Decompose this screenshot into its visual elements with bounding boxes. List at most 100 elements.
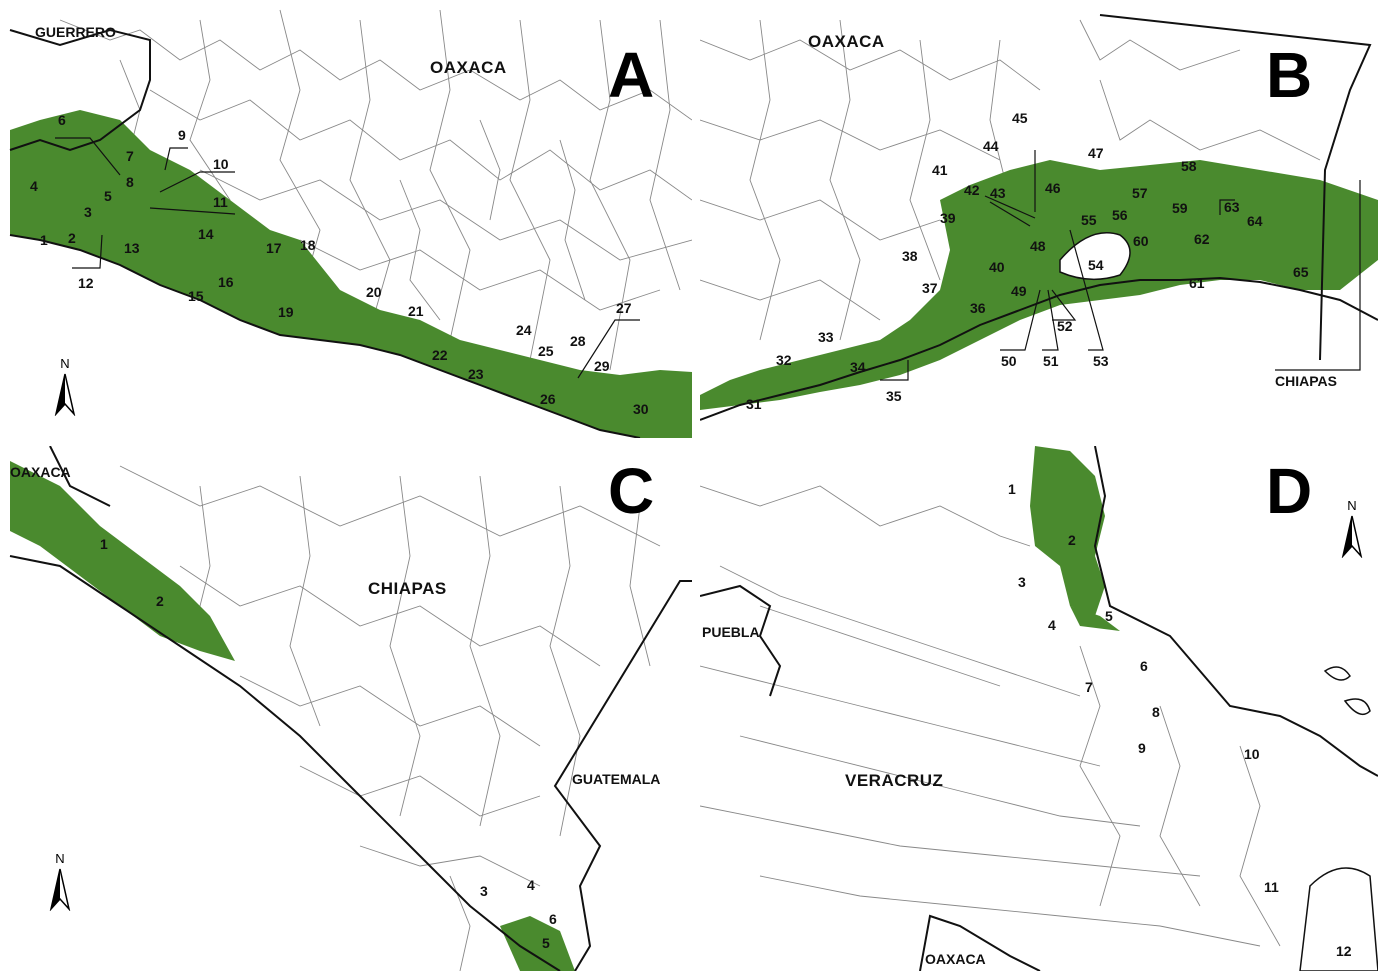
site-label: 40	[989, 259, 1005, 275]
site-label: 45	[1012, 110, 1028, 126]
site-label: 21	[408, 303, 424, 319]
site-label: 28	[570, 333, 586, 349]
site-label: 9	[1138, 740, 1146, 756]
site-label: 22	[432, 347, 448, 363]
site-label: 57	[1132, 185, 1148, 201]
map-panel-c: OAXACA CHIAPAS GUATEMALA C 1 2 3 4 5 6 N	[0, 446, 692, 971]
site-label: 11	[213, 194, 228, 210]
site-label: 36	[970, 300, 986, 316]
state-label-guatemala: GUATEMALA	[572, 771, 661, 787]
site-label: 55	[1081, 212, 1097, 228]
site-label: 6	[58, 112, 66, 128]
site-label: 52	[1057, 318, 1073, 334]
site-label: 2	[1068, 532, 1076, 548]
site-label: 34	[850, 359, 866, 375]
site-label: 58	[1181, 158, 1197, 174]
map-panel-a: GUERRERO OAXACA A 1 2 3 4 5 6 7 8 9 10 1…	[0, 0, 692, 438]
site-label: 31	[746, 396, 762, 412]
north-label: N	[60, 356, 70, 371]
site-label: 29	[594, 358, 610, 374]
panel-separator-horizontal	[0, 438, 1378, 446]
site-label: 6	[1140, 658, 1148, 674]
site-label: 50	[1001, 353, 1017, 369]
panel-letter-a: A	[608, 39, 655, 111]
site-label: 15	[188, 288, 204, 304]
site-label: 51	[1043, 353, 1059, 369]
site-label: 4	[30, 178, 38, 194]
site-label: 3	[84, 204, 92, 220]
site-label: 3	[1018, 574, 1026, 590]
site-label: 59	[1172, 200, 1188, 216]
state-label-oaxaca: OAXACA	[430, 58, 507, 77]
site-label: 6	[549, 911, 557, 927]
north-arrow-shape	[1341, 515, 1363, 558]
site-label: 62	[1194, 231, 1210, 247]
site-label: 44	[983, 138, 999, 154]
panel-d-map-graphic	[700, 446, 1378, 971]
state-label-guerrero: GUERRERO	[35, 24, 116, 40]
site-label: 56	[1112, 207, 1128, 223]
site-label: 63	[1224, 199, 1240, 215]
north-arrow-shape	[49, 868, 71, 911]
site-label: 7	[1085, 679, 1093, 695]
site-label: 41	[932, 162, 948, 178]
site-label: 2	[68, 230, 76, 246]
site-label: 17	[266, 240, 282, 256]
north-label: N	[1347, 498, 1357, 513]
site-label: 47	[1088, 145, 1104, 161]
map-panel-b: OAXACA CHIAPAS B 31 32 33 34 35 36 37 38…	[700, 0, 1378, 438]
site-label: 12	[78, 275, 94, 291]
site-label: 33	[818, 329, 834, 345]
site-label: 4	[527, 877, 535, 893]
site-label: 39	[940, 210, 956, 226]
site-label: 35	[886, 388, 902, 404]
site-label: 1	[100, 536, 108, 552]
north-arrow-icon: N	[50, 356, 80, 416]
site-label: 13	[124, 240, 140, 256]
site-label: 48	[1030, 238, 1046, 254]
map-panel-d: PUEBLA VERACRUZ OAXACA D 1 2 3 4 5 6 7 8…	[700, 446, 1378, 971]
site-label: 43	[990, 185, 1006, 201]
state-label-veracruz: VERACRUZ	[845, 771, 944, 790]
state-label-oaxaca: OAXACA	[925, 951, 986, 967]
site-label: 27	[616, 300, 632, 316]
site-label: 54	[1088, 257, 1104, 273]
site-label: 18	[300, 237, 316, 253]
site-label: 23	[468, 366, 484, 382]
panel-a-map-graphic	[9, 9, 692, 438]
north-arrow-icon: N	[45, 851, 75, 911]
site-label: 10	[1244, 746, 1260, 762]
site-label: 11	[1264, 879, 1279, 895]
site-label: 1	[1008, 481, 1016, 497]
site-label: 8	[1152, 704, 1160, 720]
panel-c-map-graphic	[9, 446, 692, 971]
site-label: 30	[633, 401, 649, 417]
site-label: 16	[218, 274, 234, 290]
north-arrow-icon: N	[1337, 498, 1367, 558]
site-label: 65	[1293, 264, 1309, 280]
site-label: 5	[104, 188, 112, 204]
site-label: 19	[278, 304, 294, 320]
site-label: 5	[542, 935, 550, 951]
site-label: 12	[1336, 943, 1352, 959]
site-label: 1	[40, 232, 48, 248]
panel-b-map-graphic	[700, 14, 1378, 438]
site-label: 42	[964, 182, 980, 198]
site-label: 14	[198, 226, 214, 242]
state-label-oaxaca: OAXACA	[808, 32, 885, 51]
site-label: 25	[538, 343, 554, 359]
north-arrow-shape	[54, 373, 76, 416]
site-label: 53	[1093, 353, 1109, 369]
state-label-puebla: PUEBLA	[702, 624, 760, 640]
site-label: 38	[902, 248, 918, 264]
site-label: 61	[1189, 275, 1205, 291]
site-label: 9	[178, 127, 186, 143]
site-label: 37	[922, 280, 938, 296]
site-label: 64	[1247, 213, 1263, 229]
site-label: 8	[126, 174, 134, 190]
state-label-oaxaca: OAXACA	[10, 464, 71, 480]
site-label: 32	[776, 352, 792, 368]
site-label: 26	[540, 391, 556, 407]
panel-letter-c: C	[608, 455, 655, 527]
panel-letter-d: D	[1266, 455, 1313, 527]
